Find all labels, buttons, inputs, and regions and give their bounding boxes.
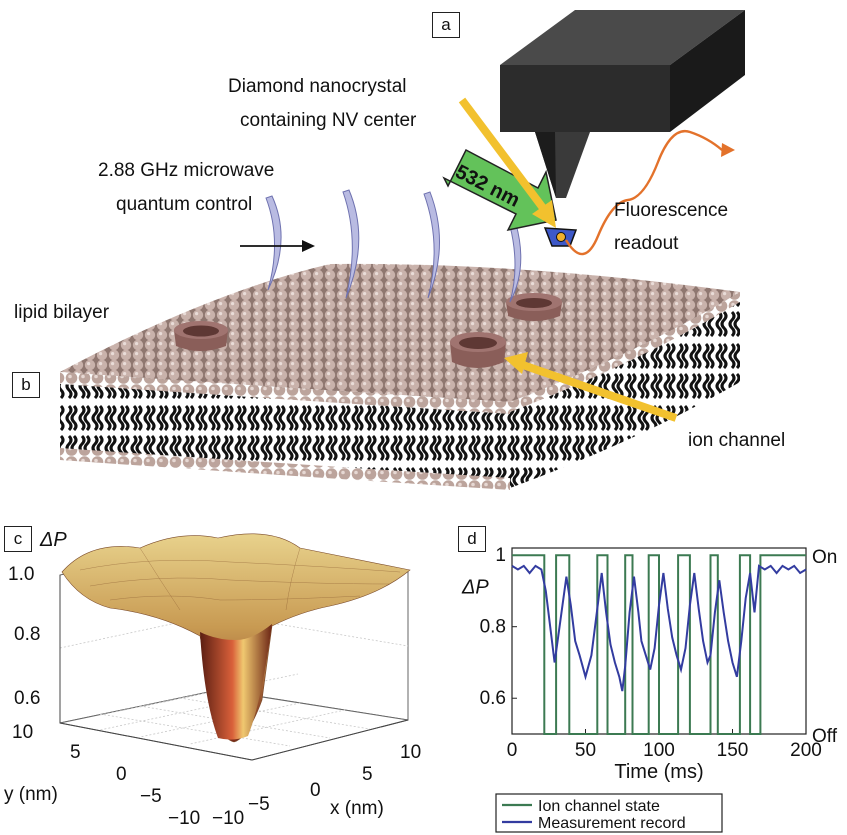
bilayer-side-wall	[510, 292, 740, 488]
fluorescence-label-line2: readout	[614, 233, 679, 254]
surface-x-tick-3: 0	[310, 780, 321, 801]
bilayer-top-surface	[60, 263, 740, 402]
surface-y-axis-label: y (nm)	[4, 784, 58, 805]
nv-label-line2: containing NV center	[240, 110, 417, 131]
off-label: Off	[812, 726, 838, 747]
surface-plot	[59, 533, 411, 761]
ion-channel-middle	[450, 332, 506, 368]
surface-y-tick-1: 10	[12, 722, 34, 743]
surface-y-tick-3: 0	[116, 764, 127, 785]
nv-pointer-arrow	[458, 97, 556, 228]
fluorescence-wave	[564, 129, 723, 256]
surface-x-tick-5: 10	[400, 742, 422, 763]
legend-label: Ion channel state	[538, 798, 660, 815]
series-line-measurement-record	[511, 564, 807, 692]
mw-label-line2: quantum control	[116, 194, 253, 215]
legend-box	[495, 793, 723, 833]
panel-label-b: b	[12, 372, 40, 398]
diamond-nanocrystal	[543, 227, 578, 247]
x-tick-label: 100	[643, 740, 675, 761]
surface-z-label: ΔP	[40, 529, 67, 551]
surface-y-tick-2: 5	[70, 742, 81, 763]
surface-y-tick-5: −10	[168, 808, 201, 829]
x-tick-label: 0	[507, 740, 518, 761]
y-tick-label: 0.8	[480, 617, 506, 638]
fluorescence-arrowhead	[721, 143, 735, 157]
surface-z-tick-2: 0.8	[14, 624, 41, 645]
legend-label: Measurement record	[538, 815, 686, 832]
on-label: On	[812, 547, 837, 568]
laser-arrow	[442, 148, 557, 232]
x-tick-label: 50	[575, 740, 596, 761]
ion-pointer-arrow	[504, 352, 678, 422]
nv-label-line1: Diamond nanocrystal	[228, 76, 407, 97]
y-axis-label: ΔP	[461, 576, 489, 598]
mw-label-line1: 2.88 GHz microwave	[98, 160, 275, 181]
panel-label-c: c	[4, 526, 32, 552]
lipid-bilayer-label: lipid bilayer	[14, 302, 110, 323]
fluorescence-label-line1: Fluorescence	[614, 200, 729, 221]
ion-channel-left	[174, 321, 228, 351]
x-axis-label: Time (ms)	[614, 761, 703, 783]
x-tick-label: 150	[717, 740, 749, 761]
surface-x-axis-label: x (nm)	[330, 798, 384, 819]
surface-x-tick-4: 5	[362, 764, 373, 785]
surface-z-tick-1: 1.0	[8, 564, 35, 585]
afm-tip	[500, 10, 745, 198]
ion-channel-label: ion channel	[688, 430, 786, 451]
bilayer-front-headgroups-bottom	[60, 448, 510, 490]
panel-label-d: d	[458, 526, 486, 552]
surface-z-tick-3: 0.6	[14, 688, 41, 709]
surface-x-tick-1: −10	[212, 808, 245, 829]
microwave-arrow	[240, 240, 315, 252]
y-tick-label: 0.6	[480, 688, 506, 709]
x-tick-label: 200	[790, 740, 822, 761]
microwave-fronts	[265, 189, 522, 303]
ion-channel-right	[506, 293, 562, 321]
surface-y-tick-4: −5	[140, 786, 162, 807]
bilayer-front-headgroups-top	[60, 372, 510, 414]
membrane	[60, 263, 740, 490]
panel-label-a: a	[432, 12, 460, 38]
surface-x-tick-2: −5	[248, 794, 270, 815]
y-tick-label: 1	[495, 545, 506, 566]
